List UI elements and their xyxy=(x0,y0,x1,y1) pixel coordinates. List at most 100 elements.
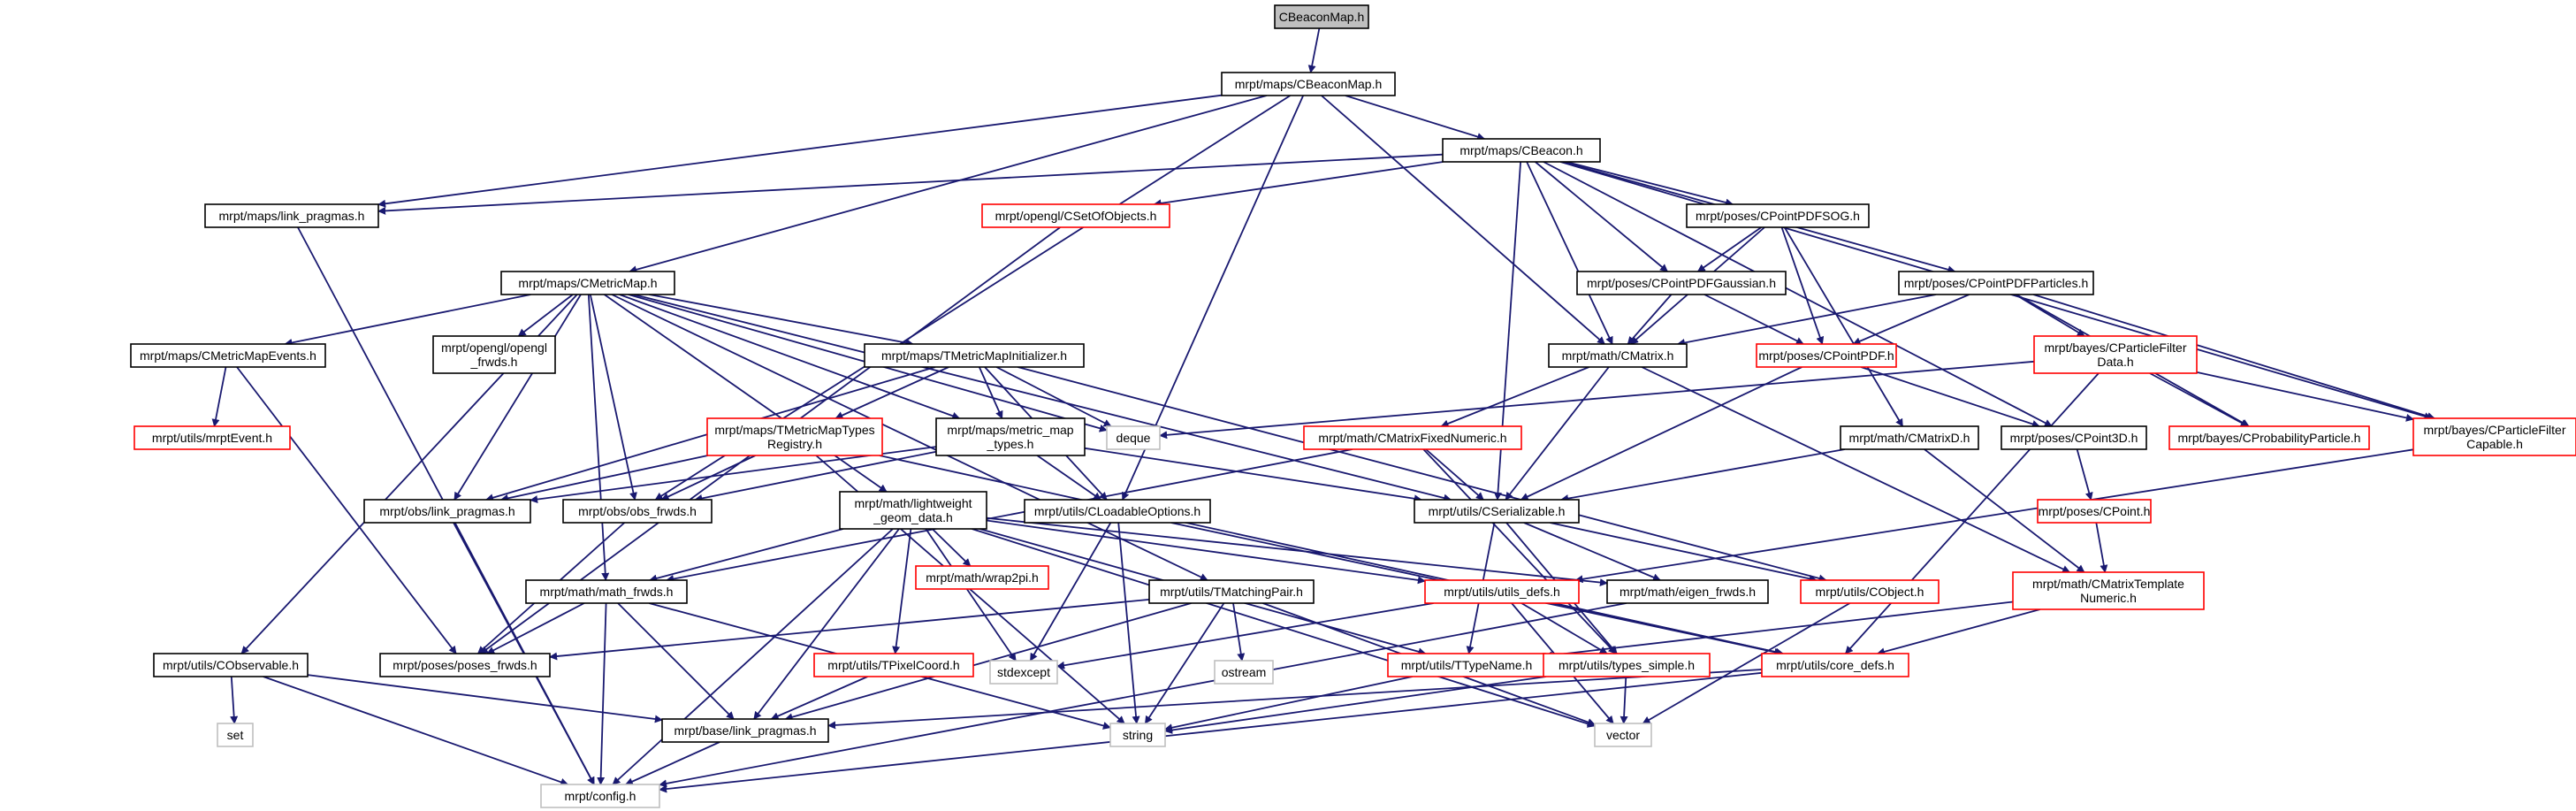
edge-math_lightweight_geom_data-to-math_eigen_frwds xyxy=(986,516,1608,587)
edge-poses_cpointpdf-to-poses_cpoint3d xyxy=(1860,366,2040,428)
edge-poses_cpointpdfparticles-to-poses_cpointpdf xyxy=(1852,294,1970,345)
edge-maps_cmetricmapevents-to-poses_poses_frwds xyxy=(236,366,457,654)
edge-poses_cpointpdfgaussian-to-poses_cpointpdf xyxy=(1703,294,1804,345)
edge-maps_metric_map_types-to-obs_obs_frwds xyxy=(694,450,937,502)
node-label: mrpt/obs/obs_frwds.h xyxy=(578,504,697,518)
node-box xyxy=(379,653,551,677)
node-box xyxy=(1303,425,1522,450)
edge-math_lightweight_geom_data-to-base_link_pragmas xyxy=(753,528,900,720)
edge-maps_tmetricmapinitializer-to-maps_metric_map_types xyxy=(978,366,1003,419)
node-box xyxy=(981,203,1170,228)
node-utils-types-simple[interactable]: mrpt/utils/types_simple.h xyxy=(1543,653,1711,677)
node-poses-cpointpdf[interactable]: mrpt/poses/CPointPDF.h xyxy=(1756,343,1897,368)
edge-bayes_cparticlefilterdata-to-bayes_cparticlefiltercapable xyxy=(2196,371,2414,422)
node-math-wrap2pi[interactable]: mrpt/math/wrap2pi.h xyxy=(915,565,1049,590)
node-stdexcept: stdexcept xyxy=(989,660,1058,685)
node-label: mrpt/utils/CObservable.h xyxy=(163,658,299,672)
node-math-eigen-frwds[interactable]: mrpt/math/eigen_frwds.h xyxy=(1606,579,1769,604)
node-maps-link-pragmas[interactable]: mrpt/maps/link_pragmas.h xyxy=(204,203,379,228)
node-utils-tpixelcoord[interactable]: mrpt/utils/TPixelCoord.h xyxy=(813,653,974,677)
node-box xyxy=(432,335,556,374)
node-math-math-frwds[interactable]: mrpt/math/math_frwds.h xyxy=(525,579,688,604)
node-box xyxy=(2012,571,2205,610)
node-poses-poses-frwds[interactable]: mrpt/poses/poses_frwds.h xyxy=(379,653,551,677)
node-box xyxy=(1594,723,1652,747)
node-utils-ttypename[interactable]: mrpt/utils/TTypeName.h xyxy=(1387,653,1546,677)
node-maps-tmetricmapinitializer[interactable]: mrpt/maps/TMetricMapInitializer.h xyxy=(864,343,1085,368)
node-obs-link-pragmas[interactable]: mrpt/obs/link_pragmas.h xyxy=(363,499,531,524)
node-math-cmatrixfixednumeric[interactable]: mrpt/math/CMatrixFixedNumeric.h xyxy=(1303,425,1522,450)
node-base-link-pragmas[interactable]: mrpt/base/link_pragmas.h xyxy=(661,718,829,743)
node-label: ostream xyxy=(1222,665,1267,679)
edge-bayes_cparticlefilterdata-to-utils_core_defs xyxy=(1845,372,2100,654)
node-cbeaconmap-h[interactable]: CBeaconMap.h xyxy=(1274,4,1369,29)
node-set: set xyxy=(217,723,254,747)
node-box xyxy=(217,723,254,747)
node-poses-cpoint[interactable]: mrpt/poses/CPoint.h xyxy=(2037,499,2152,524)
node-obs-obs-frwds[interactable]: mrpt/obs/obs_frwds.h xyxy=(562,499,713,524)
node-box xyxy=(1548,343,1688,368)
node-utils-cserializable[interactable]: mrpt/utils/CSerializable.h xyxy=(1414,499,1580,524)
edge-math_cmatrixtemplatenumeric-to-utils_core_defs xyxy=(1876,608,2041,656)
node-maps-cbeacon[interactable]: mrpt/maps/CBeacon.h xyxy=(1442,138,1601,163)
node-box xyxy=(2412,417,2576,456)
node-opengl-frwds[interactable]: mrpt/opengl/opengl_frwds.h xyxy=(432,335,556,374)
node-label: mrpt/utils/utils_defs.h xyxy=(1444,585,1560,599)
node-bayes-cprobabilityparticle[interactable]: mrpt/bayes/CProbabilityParticle.h xyxy=(2168,425,2370,450)
edge-maps_cbeaconmap-to-math_cmatrix xyxy=(1321,95,1605,345)
edge-maps_cbeacon-to-math_cmatrix xyxy=(1526,161,1613,345)
node-math-cmatrixd[interactable]: mrpt/math/CMatrixD.h xyxy=(1840,425,1979,450)
node-utils-utils-defs[interactable]: mrpt/utils/utils_defs.h xyxy=(1424,579,1580,604)
node-poses-cpointpdfgaussian[interactable]: mrpt/poses/CPointPDFGaussian.h xyxy=(1576,271,1787,295)
node-poses-cpoint3d[interactable]: mrpt/poses/CPoint3D.h xyxy=(2001,425,2147,450)
node-string: string xyxy=(1109,723,1166,747)
edge-math_cmatrixfixednumeric-to-utils_types_simple xyxy=(1422,448,1617,654)
edge-math_cmatrix-to-utils_cserializable xyxy=(1505,366,1610,501)
node-math-lightweight-geom-data[interactable]: mrpt/math/lightweight_geom_data.h xyxy=(839,491,987,530)
node-utils-mrptevent[interactable]: mrpt/utils/mrptEvent.h xyxy=(133,425,291,450)
edge-utils_types_simple-to-string xyxy=(1164,676,1547,734)
node-label: mrpt/maps/link_pragmas.h xyxy=(219,209,365,223)
node-vector: vector xyxy=(1594,723,1652,747)
edge-maps_cbeacon-to-poses_cpointpdfgaussian xyxy=(1535,161,1668,272)
edge-poses_cpointpdfsog-to-poses_cpointpdfgaussian xyxy=(1696,226,1762,272)
node-utils-cobject[interactable]: mrpt/utils/CObject.h xyxy=(1800,579,1940,604)
node-label: mrpt/maps/CMetricMap.h xyxy=(518,276,657,290)
node-math-cmatrix[interactable]: mrpt/math/CMatrix.h xyxy=(1548,343,1688,368)
node-maps-cmetricmapevents[interactable]: mrpt/maps/CMetricMapEvents.h xyxy=(130,343,326,368)
edge-utils_ttypename-to-string xyxy=(1164,676,1413,732)
edge-math_math_frwds-to-poses_poses_frwds xyxy=(486,602,585,654)
node-poses-cpointpdfparticles[interactable]: mrpt/poses/CPointPDFParticles.h xyxy=(1898,271,2094,295)
node-label: mrpt/poses/CPointPDFParticles.h xyxy=(1904,276,2089,290)
edge-maps_tmetricmaptypesregistry-to-obs_obs_frwds xyxy=(660,455,756,501)
edge-maps_cbeacon-to-poses_cpoint3d xyxy=(1543,161,2053,427)
node-utils-cloadableoptions[interactable]: mrpt/utils/CLoadableOptions.h xyxy=(1024,499,1211,524)
node-box xyxy=(2168,425,2370,450)
node-maps-cmetricmap[interactable]: mrpt/maps/CMetricMap.h xyxy=(500,271,675,295)
edge-math_lightweight_geom_data-to-utils_tpixelcoord xyxy=(892,528,912,654)
edge-poses_cpointpdfparticles-to-bayes_cparticlefilterdata xyxy=(2015,294,2085,337)
node-label: mrpt/math/CMatrix.h xyxy=(1562,348,1674,363)
edge-maps_cbeacon-to-opengl_csetofobjects xyxy=(1153,161,1444,208)
edge-maps_cmetricmap-to-maps_cmetricmapevents xyxy=(284,294,531,347)
node-box xyxy=(153,653,309,677)
node-label: mrpt/opengl/CSetOfObjects.h xyxy=(995,209,1157,223)
node-utils-cobservable[interactable]: mrpt/utils/CObservable.h xyxy=(153,653,309,677)
node-label: mrpt/base/link_pragmas.h xyxy=(674,723,816,738)
node-opengl-csetofobjects[interactable]: mrpt/opengl/CSetOfObjects.h xyxy=(981,203,1170,228)
edge-math_cmatrixtemplatenumeric-to-utils_ttypename xyxy=(1544,601,2014,660)
node-utils-core-defs[interactable]: mrpt/utils/core_defs.h xyxy=(1761,653,1909,677)
node-poses-cpointpdfsog[interactable]: mrpt/poses/CPointPDFSOG.h xyxy=(1686,203,1870,228)
node-utils-tmatchingpair[interactable]: mrpt/utils/TMatchingPair.h xyxy=(1148,579,1315,604)
node-box xyxy=(1424,579,1580,604)
node-box xyxy=(1414,499,1580,524)
node-label: mrpt/utils/CObject.h xyxy=(1816,585,1924,599)
node-box xyxy=(363,499,531,524)
node-label: mrpt/poses/poses_frwds.h xyxy=(392,658,537,672)
node-maps-cbeaconmap[interactable]: mrpt/maps/CBeaconMap.h xyxy=(1221,72,1396,96)
node-maps-metric-map-types[interactable]: mrpt/maps/metric_map_types.h xyxy=(935,417,1086,456)
